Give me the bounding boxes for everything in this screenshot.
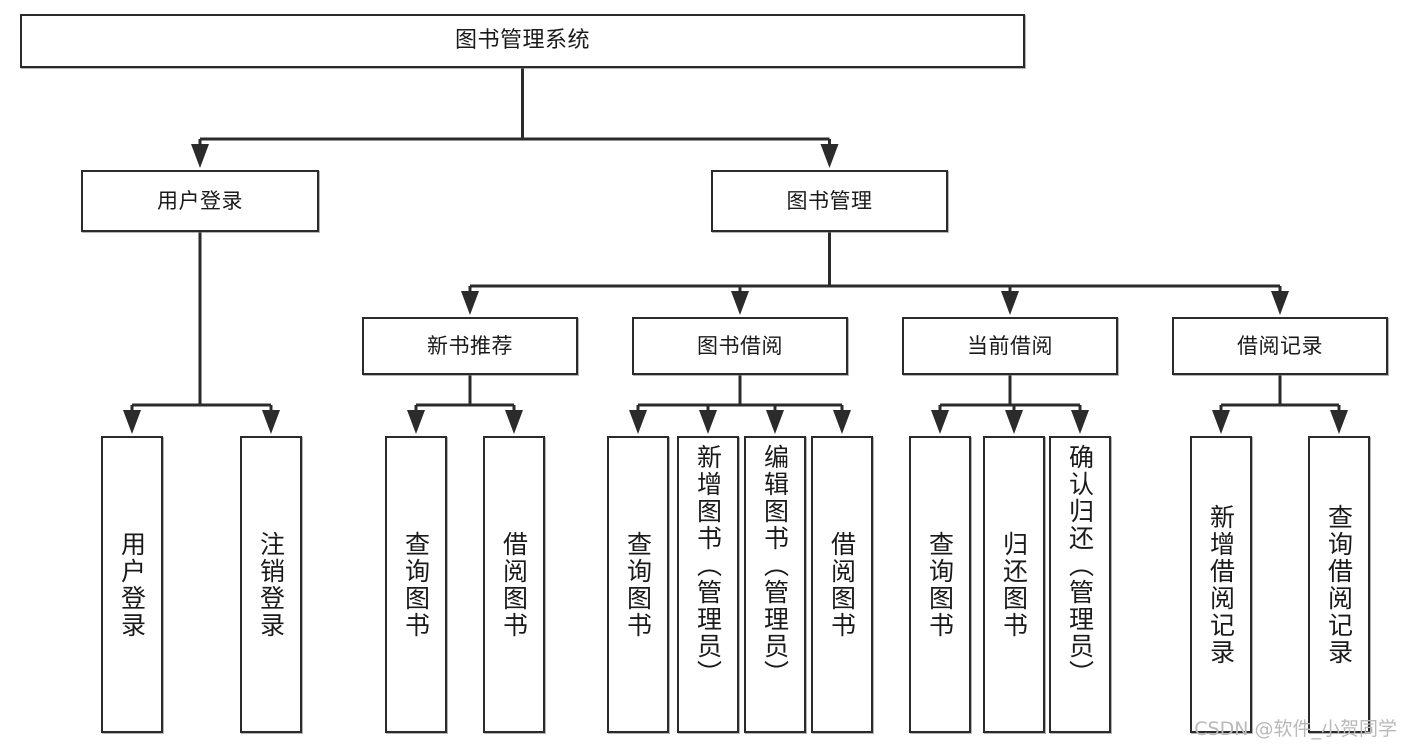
- node-leaf-return-book[interactable]: 归还图书: [983, 436, 1045, 733]
- node-label: 借阅记录: [1237, 333, 1323, 358]
- arrow-head-icon: [505, 410, 523, 434]
- node-root[interactable]: 图书管理系统: [20, 14, 1025, 68]
- node-label: 图书管理: [786, 188, 873, 213]
- node-label: 借阅图书: [499, 530, 529, 639]
- node-new-book-rec[interactable]: 新书推荐: [362, 317, 578, 375]
- node-label: 查询图书: [925, 530, 955, 639]
- node-leaf-query-book-3[interactable]: 查询图书: [909, 436, 971, 733]
- node-leaf-query-book-2[interactable]: 查询图书: [607, 436, 669, 733]
- node-label: 编辑图书（管理员）: [760, 444, 790, 687]
- node-leaf-edit-book[interactable]: 编辑图书（管理员）: [744, 436, 806, 733]
- node-leaf-logout[interactable]: 注销登录: [240, 436, 302, 733]
- node-leaf-query-record[interactable]: 查询借阅记录: [1308, 436, 1370, 733]
- node-label: 图书管理系统: [454, 28, 590, 54]
- arrow-head-icon: [699, 410, 717, 434]
- node-label: 借阅图书: [827, 530, 857, 639]
- arrow-head-icon: [1001, 291, 1019, 315]
- arrow-head-icon: [1071, 410, 1089, 434]
- node-label: 新增借阅记录: [1206, 503, 1236, 666]
- node-leaf-query-book-1[interactable]: 查询图书: [385, 436, 447, 733]
- arrow-head-icon: [833, 410, 851, 434]
- node-leaf-borrow-book-1[interactable]: 借阅图书: [483, 436, 545, 733]
- node-label: 用户登录: [117, 530, 147, 639]
- node-label: 新书推荐: [427, 333, 513, 358]
- arrow-head-icon: [629, 410, 647, 434]
- node-label: 查询图书: [401, 530, 431, 639]
- node-label: 查询图书: [623, 530, 653, 639]
- arrow-head-icon: [766, 410, 784, 434]
- arrow-head-icon: [461, 291, 479, 315]
- arrow-head-icon: [123, 410, 141, 434]
- node-label: 查询借阅记录: [1324, 503, 1354, 666]
- node-current-borrow[interactable]: 当前借阅: [902, 317, 1118, 375]
- node-leaf-confirm-return[interactable]: 确认归还（管理员）: [1049, 436, 1111, 733]
- node-book-borrow[interactable]: 图书借阅: [632, 317, 848, 375]
- node-book-manage[interactable]: 图书管理: [711, 170, 948, 232]
- arrow-head-icon: [262, 410, 280, 434]
- node-borrow-record[interactable]: 借阅记录: [1172, 317, 1388, 375]
- arrow-head-icon: [731, 291, 749, 315]
- arrow-head-icon: [931, 410, 949, 434]
- node-user-login[interactable]: 用户登录: [81, 170, 319, 232]
- node-label: 归还图书: [999, 530, 1029, 639]
- arrow-head-icon: [1212, 410, 1230, 434]
- node-label: 新增图书（管理员）: [693, 444, 723, 687]
- node-leaf-user-login[interactable]: 用户登录: [101, 436, 163, 733]
- node-leaf-add-record[interactable]: 新增借阅记录: [1190, 436, 1252, 733]
- arrow-head-icon: [191, 144, 209, 168]
- arrow-head-icon: [820, 144, 839, 168]
- arrow-head-icon: [1005, 410, 1023, 434]
- node-label: 注销登录: [256, 530, 286, 639]
- node-label: 图书借阅: [697, 333, 783, 358]
- node-label: 确认归还（管理员）: [1065, 444, 1095, 687]
- node-leaf-borrow-book-2[interactable]: 借阅图书: [811, 436, 873, 733]
- node-label: 当前借阅: [967, 333, 1053, 358]
- node-label: 用户登录: [157, 188, 243, 213]
- watermark: CSDN @软件_小贺同学: [1194, 718, 1397, 740]
- node-leaf-add-book[interactable]: 新增图书（管理员）: [677, 436, 739, 733]
- arrow-head-icon: [407, 410, 425, 434]
- arrow-head-icon: [1271, 291, 1289, 315]
- arrow-head-icon: [1330, 410, 1348, 434]
